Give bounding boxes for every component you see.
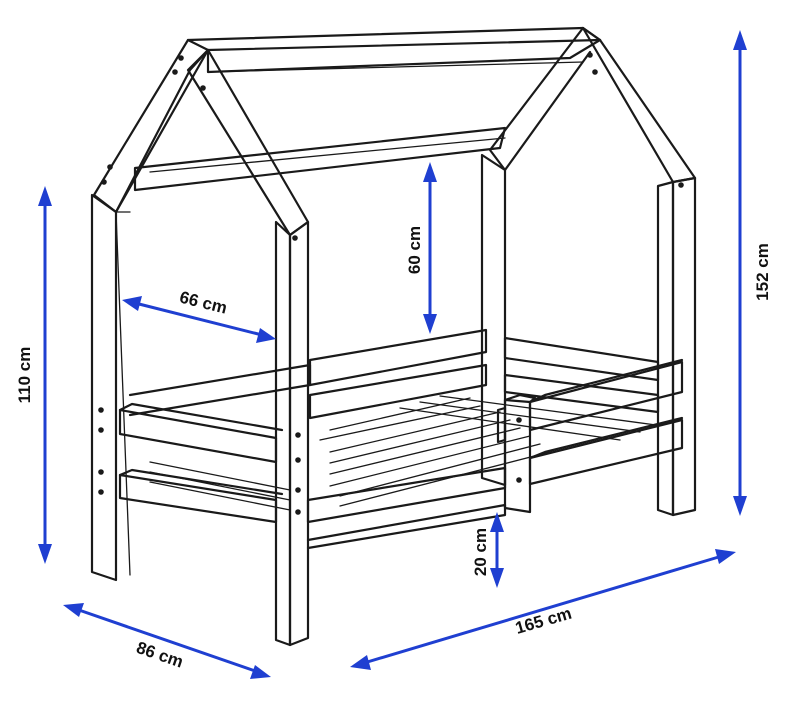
bed-drawing: [90, 26, 697, 647]
height-post-arrow: [38, 186, 52, 564]
bed-slats: [149, 395, 657, 511]
screw-dots: [98, 52, 684, 515]
label-floor-clearance: 20 cm: [471, 528, 490, 576]
label-height-post: 110 cm: [15, 347, 34, 404]
roof-clearance-arrow: [423, 162, 437, 334]
total-height-arrow: [733, 30, 747, 516]
length-arrow: [350, 549, 736, 670]
front-gable: [90, 38, 310, 647]
label-total-height: 152 cm: [753, 243, 772, 301]
label-roof-clearance: 60 cm: [405, 226, 424, 274]
roof-crossbar: [133, 126, 507, 192]
inner-width-arrow: [122, 296, 276, 343]
guard-post: [496, 393, 537, 514]
ridge-beam: [186, 26, 602, 74]
label-inner-width: 66 cm: [178, 288, 229, 318]
front-rails: [118, 358, 684, 550]
width-arrow: [63, 603, 271, 679]
dimension-arrows: [38, 30, 747, 679]
back-rail: [128, 328, 660, 420]
floor-clearance-arrow: [490, 512, 504, 588]
